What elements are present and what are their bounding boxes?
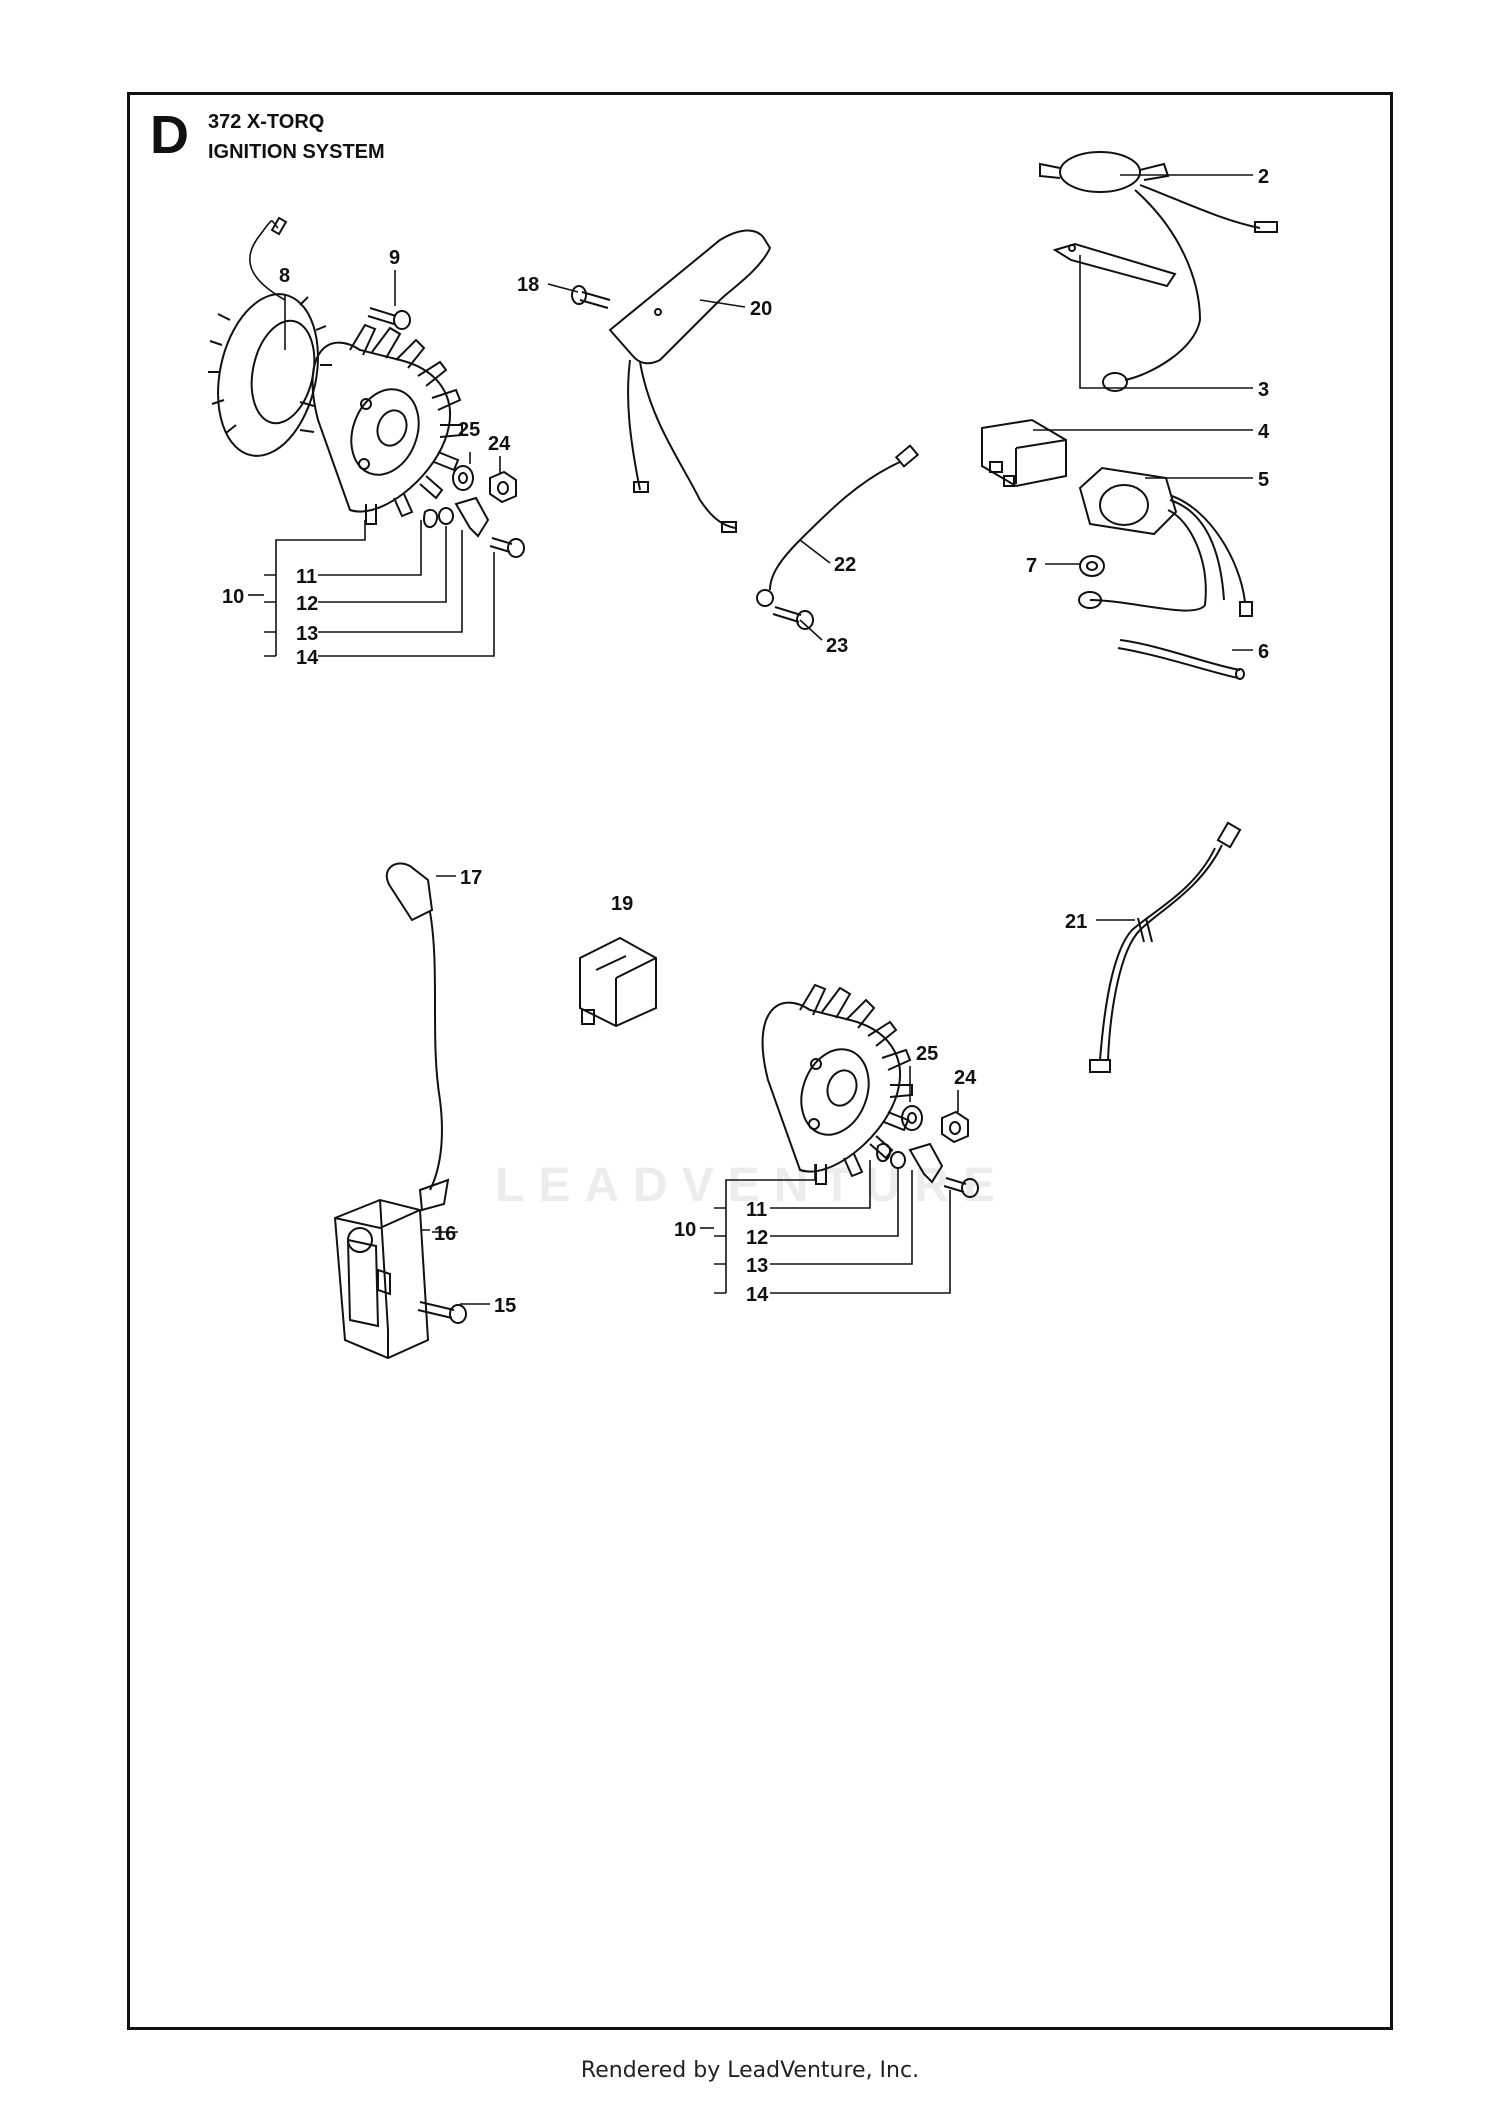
callout-6: 6 — [1258, 641, 1269, 663]
flywheel-bottom-part — [761, 983, 913, 1185]
callout-3: 3 — [1258, 379, 1269, 401]
callout-13b: 13 — [746, 1255, 768, 1277]
callout-14b: 14 — [746, 1284, 769, 1306]
callout-5: 5 — [1258, 469, 1269, 491]
callout-9: 9 — [389, 247, 400, 269]
callout-22: 22 — [834, 554, 856, 576]
callout-12a: 12 — [296, 593, 318, 615]
screw-9-part — [367, 307, 411, 330]
section-letter: D — [150, 105, 189, 165]
callout-8: 8 — [279, 265, 290, 287]
washer-25-bottom — [901, 1105, 923, 1131]
wire-21-part — [1089, 821, 1242, 1073]
wire-22-part — [756, 444, 920, 630]
footer-credit: Rendered by LeadVenture, Inc. — [580, 2058, 920, 2083]
key-parts-top — [423, 496, 525, 558]
callout-24a: 24 — [488, 433, 511, 455]
key-parts-bottom — [876, 1142, 979, 1198]
callout-17: 17 — [460, 867, 482, 889]
callout-25a: 25 — [458, 419, 480, 441]
callout-24b: 24 — [954, 1067, 977, 1089]
ignition-coil-16-part — [333, 862, 467, 1360]
callout-12b: 12 — [746, 1227, 768, 1249]
nut-24-top — [489, 470, 517, 504]
clip-3-part — [1052, 242, 1177, 288]
switch-19-part — [579, 936, 657, 1028]
flywheel-top-part — [299, 323, 463, 525]
callout-23: 23 — [826, 635, 848, 657]
leader-lines — [248, 174, 1253, 1305]
module-5-part — [1078, 466, 1253, 617]
tube-6-part — [1117, 639, 1245, 680]
callout-18: 18 — [517, 274, 539, 296]
bracket-20-part — [571, 229, 772, 533]
system-title: IGNITION SYSTEM — [208, 141, 385, 163]
callout-7: 7 — [1026, 555, 1037, 577]
callout-10a: 10 — [222, 586, 244, 608]
callout-labels: 2 3 4 5 6 7 8 9 10 11 12 13 14 25 24 18 … — [222, 166, 1270, 1317]
callout-2: 2 — [1258, 166, 1269, 188]
callout-13a: 13 — [296, 623, 318, 645]
callout-21: 21 — [1065, 911, 1087, 933]
nut-24-bottom — [941, 1110, 969, 1144]
callout-20: 20 — [750, 298, 772, 320]
callout-14a: 14 — [296, 647, 319, 669]
callout-11b: 11 — [746, 1199, 767, 1221]
model-title: 372 X-TORQ — [208, 111, 325, 133]
stator-ring-part — [208, 216, 332, 457]
connector-4-part — [981, 418, 1067, 488]
switch-2-part — [1039, 151, 1278, 392]
callout-4: 4 — [1258, 421, 1270, 443]
callout-15: 15 — [494, 1295, 516, 1317]
washer-25-top — [452, 465, 474, 491]
callout-25b: 25 — [916, 1043, 938, 1065]
callout-10b: 10 — [674, 1219, 696, 1241]
grommet-7-part — [1079, 555, 1105, 577]
callout-16: 16 — [434, 1223, 456, 1245]
callout-11a: 11 — [296, 566, 317, 588]
diagram-frame — [127, 92, 1393, 2030]
callout-19: 19 — [611, 893, 633, 915]
